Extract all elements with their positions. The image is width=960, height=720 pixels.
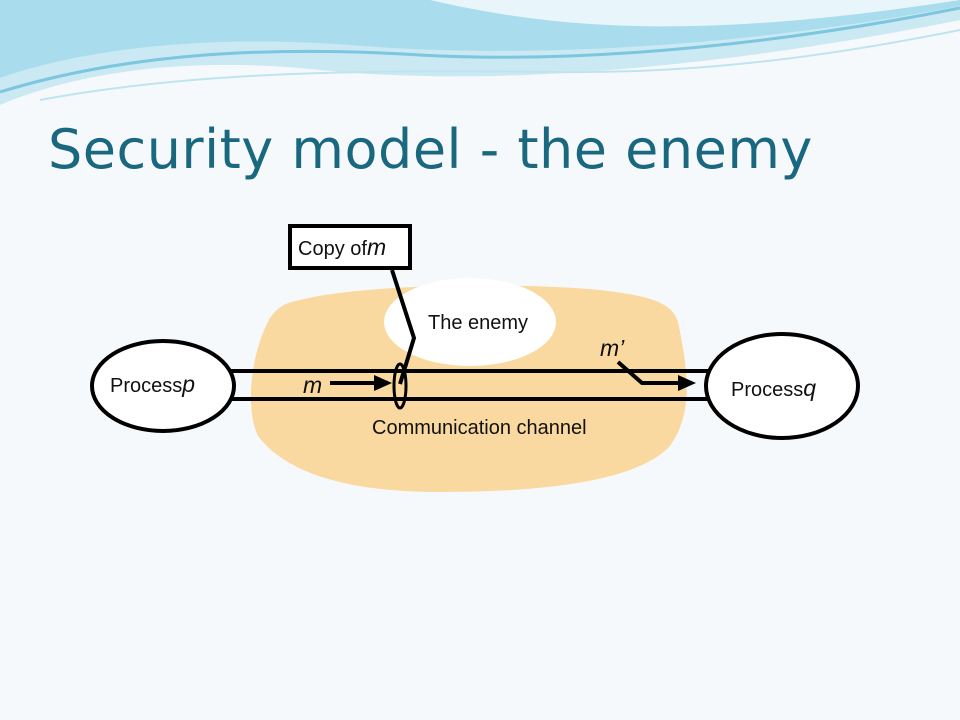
header-wave-decoration [0,0,960,105]
copy-line [390,269,417,385]
message-arrow [330,375,392,391]
interception-ring [392,362,408,410]
channel-label: Communication channel [372,417,587,439]
enemy-ellipse [384,278,556,366]
copy-box [288,224,412,270]
enemy-region [250,285,687,492]
communication-channel [206,369,760,401]
process-p-label: Processp [110,371,195,397]
process-q-label: Processq [731,375,816,401]
process-p-node [90,339,236,433]
slide-title: Security model - the enemy [48,118,813,181]
modified-message-arrow [616,360,696,391]
copy-box-label: Copy ofm [298,234,386,260]
message-label: m [303,372,322,398]
enemy-label: The enemy [428,312,528,334]
modified-message-label: m’ [600,335,625,361]
process-q-node [704,332,860,440]
